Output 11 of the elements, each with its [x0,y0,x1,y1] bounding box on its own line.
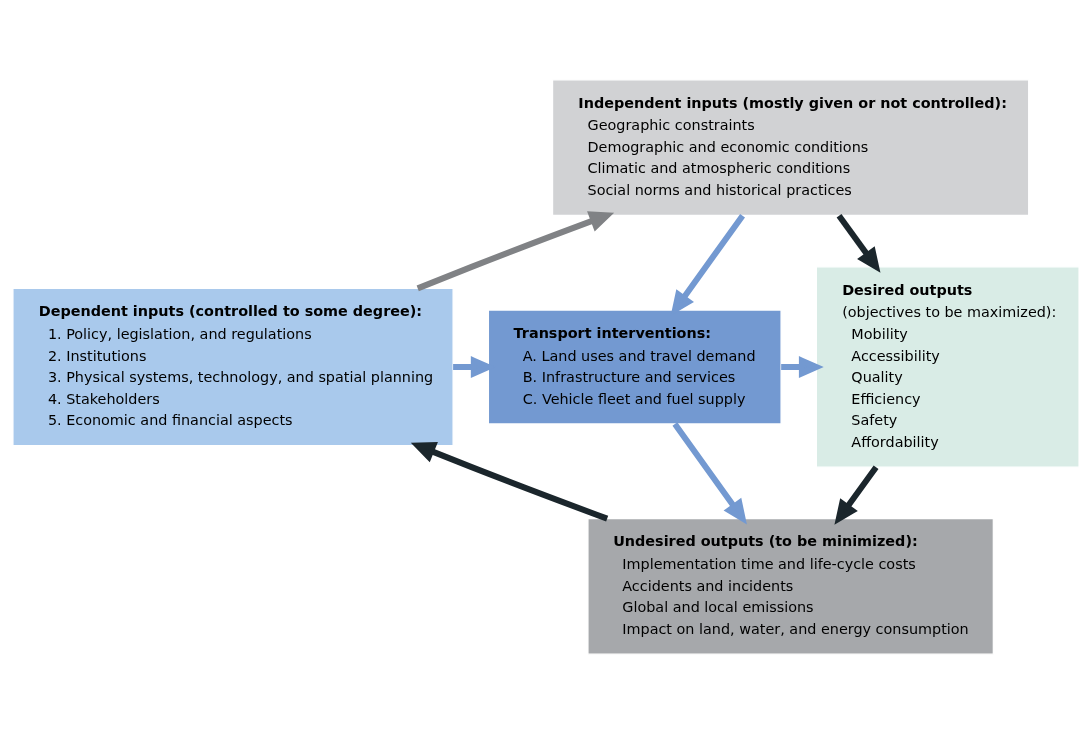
arrow [410,442,609,522]
arrow [416,211,615,292]
node-box: Dependent inputs (controlled to some degree): 1. Policy, legislation, and regulations 2. Institutions 3. Physical systems, technology, and spatial planning 4. Stakeholders 5. Economic and financial aspects [12,287,454,447]
node-box: Undesired outputs (to be minimized): Implementation time and life-cycle costs Accidents and incidents Global and local emissions Impact on land, water, and energy consumption [587,518,994,655]
arrow [781,356,824,378]
node-box: Desired outputs (objectives to be maximized): Mobility Accessibility Quality Efficiency Safety Affordability [815,266,1080,468]
arrow [672,422,747,525]
arrow [834,465,879,525]
node-box: Transport interventions: A. Land uses and travel demand B. Infrastructure and services C. Vehicle fleet and fuel supply [487,309,782,425]
arrow [836,213,881,273]
node-box: Independent inputs (mostly given or not controlled): Geographic constraints Demographic and economic conditions Climatic and atmospheric conditions Social norms and historical practices [552,79,1030,216]
